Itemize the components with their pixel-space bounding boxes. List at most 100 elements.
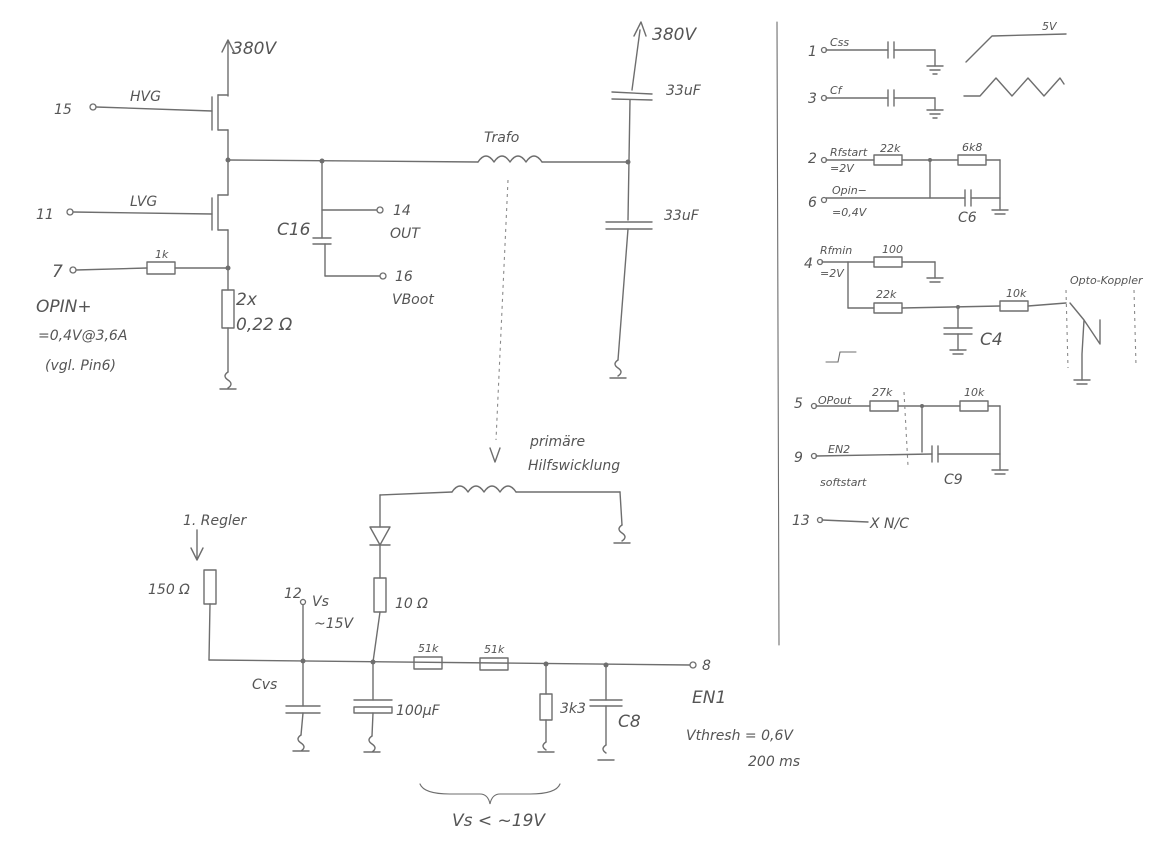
regler-label: 1. Regler xyxy=(183,513,248,529)
resistor-100 xyxy=(873,256,903,268)
pin-6-label: 6 xyxy=(808,195,817,211)
pin-5-label: 5 xyxy=(794,396,803,412)
resistor-27k xyxy=(869,400,899,412)
svg-text:150 Ω: 150 Ω xyxy=(148,582,190,598)
cap-33uf-bottom: 33uF xyxy=(664,208,700,224)
label-380v-right: 380V xyxy=(652,25,697,45)
primaere-label: primäre xyxy=(529,434,585,450)
svg-text:10 Ω: 10 Ω xyxy=(395,596,428,612)
svg-text:10k: 10k xyxy=(1006,287,1027,300)
svg-text:2x: 2x xyxy=(236,290,258,310)
cvs-label: Cvs xyxy=(252,677,277,693)
hilfswicklung-label: Hilfswicklung xyxy=(528,458,620,474)
v5-label: 5V xyxy=(1042,20,1058,33)
pin-9-label: 9 xyxy=(794,450,803,466)
softstart-step xyxy=(825,351,857,363)
cf-label: Cf xyxy=(830,84,844,97)
pin-12-label: 12 xyxy=(284,586,302,602)
c16-label: C16 xyxy=(277,220,311,240)
pin-13-label: 13 xyxy=(792,513,810,529)
op-in-label: OPIN+ xyxy=(36,297,92,317)
trafo-coil xyxy=(477,155,543,163)
svg-text:6k8: 6k8 xyxy=(962,141,982,154)
svg-text:51k: 51k xyxy=(484,643,505,656)
pin-11-label: 11 xyxy=(36,207,54,223)
svg-text:22k: 22k xyxy=(876,288,897,301)
nc-label: X N/C xyxy=(869,516,909,532)
pin-15-label: 15 xyxy=(54,102,72,118)
time-200ms-label: 200 ms xyxy=(748,754,800,770)
pin-8-label: 8 xyxy=(702,658,711,674)
resistor-51k-a xyxy=(413,656,443,670)
softstart-label: softstart xyxy=(820,476,867,489)
svg-text:=2V: =2V xyxy=(820,267,845,280)
svg-text:1k: 1k xyxy=(155,248,169,261)
optocoupler-transistor xyxy=(1069,302,1101,381)
resistor-51k-b xyxy=(479,657,509,671)
optokoppler-label: Opto-Koppler xyxy=(1070,274,1144,287)
label-lvg: LVG xyxy=(130,194,157,210)
vs-value-label: ~15V xyxy=(314,616,355,632)
cap-33uf-top: 33uF xyxy=(666,83,702,99)
svg-text:100: 100 xyxy=(882,243,903,256)
vs-label: Vs xyxy=(312,594,329,610)
half-bridge: 380V 15 HVG 11 LVG 7 1k xyxy=(36,21,702,463)
rfmin-label: Rfmin xyxy=(820,244,852,257)
svg-text:27k: 27k xyxy=(872,386,893,399)
resistor-6k8 xyxy=(957,154,987,166)
resistor-10k-a xyxy=(999,300,1029,312)
resistor-22k-a xyxy=(873,154,903,166)
pin-7-label: 7 xyxy=(52,262,63,282)
aux-winding-coil xyxy=(451,485,517,493)
pin-4-label: 4 xyxy=(804,256,813,272)
resistor-3k3 xyxy=(539,693,553,721)
svg-text:0,22 Ω: 0,22 Ω xyxy=(236,315,292,335)
svg-text:(vgl. Pin6): (vgl. Pin6) xyxy=(45,358,116,374)
svg-text:=0,4V: =0,4V xyxy=(832,206,868,219)
en2-label: EN2 xyxy=(828,443,850,456)
ground-symbol xyxy=(219,371,237,390)
c6-label: C6 xyxy=(958,210,977,226)
aux-supply: primäre Hilfswicklung 10 Ω 1. Regler 150… xyxy=(148,434,800,831)
right-pins: 1 Css 5V 3 Cf 2 Rfstart =2V 22k 6k8 xyxy=(792,20,1144,532)
shunt-resistor xyxy=(221,289,235,329)
resistor-22k-b xyxy=(873,302,903,314)
pin-3-label: 3 xyxy=(808,91,817,107)
trafo-label: Trafo xyxy=(484,130,519,146)
opin-minus-label: Opin− xyxy=(832,184,867,197)
cap-100uf-label: 100µF xyxy=(396,703,441,719)
svg-text:51k: 51k xyxy=(418,642,439,655)
label-380v-left: 380V xyxy=(232,39,277,59)
svg-text:=0,4V@3,6A: =0,4V@3,6A xyxy=(38,328,127,344)
diode-symbol xyxy=(369,526,391,546)
resistor-150-ohm xyxy=(203,569,217,605)
triangle-waveform xyxy=(963,77,1065,97)
svg-text:3k3: 3k3 xyxy=(560,701,586,717)
pin-2-label: 2 xyxy=(808,151,817,167)
svg-text:=2V: =2V xyxy=(830,162,855,175)
sheet-divider xyxy=(776,21,780,646)
resistor-1k xyxy=(146,261,176,275)
out-label: OUT xyxy=(390,226,421,242)
resistor-10k-b xyxy=(959,400,989,412)
vthresh-label: Vthresh = 0,6V xyxy=(686,728,794,744)
resistor-10-ohm xyxy=(373,577,387,613)
c9-label: C9 xyxy=(944,472,963,488)
ramp-waveform xyxy=(965,33,1067,63)
rfstart-label: Rfstart xyxy=(830,146,868,159)
pin-1-label: 1 xyxy=(808,44,817,60)
vs-limit-label: Vs < ~19V xyxy=(452,811,546,831)
c8-label: C8 xyxy=(618,712,641,732)
pin-14-label: 14 xyxy=(393,203,411,219)
vs-brace xyxy=(419,783,561,805)
opout-label: OPout xyxy=(818,394,852,407)
en1-label: EN1 xyxy=(692,688,726,708)
pin-16-label: 16 xyxy=(395,269,413,285)
c4-label: C4 xyxy=(980,330,1003,350)
vboot-label: VBoot xyxy=(392,292,434,308)
svg-text:10k: 10k xyxy=(964,386,985,399)
label-hvg: HVG xyxy=(130,89,161,105)
svg-text:22k: 22k xyxy=(880,142,901,155)
css-label: Css xyxy=(830,36,849,49)
